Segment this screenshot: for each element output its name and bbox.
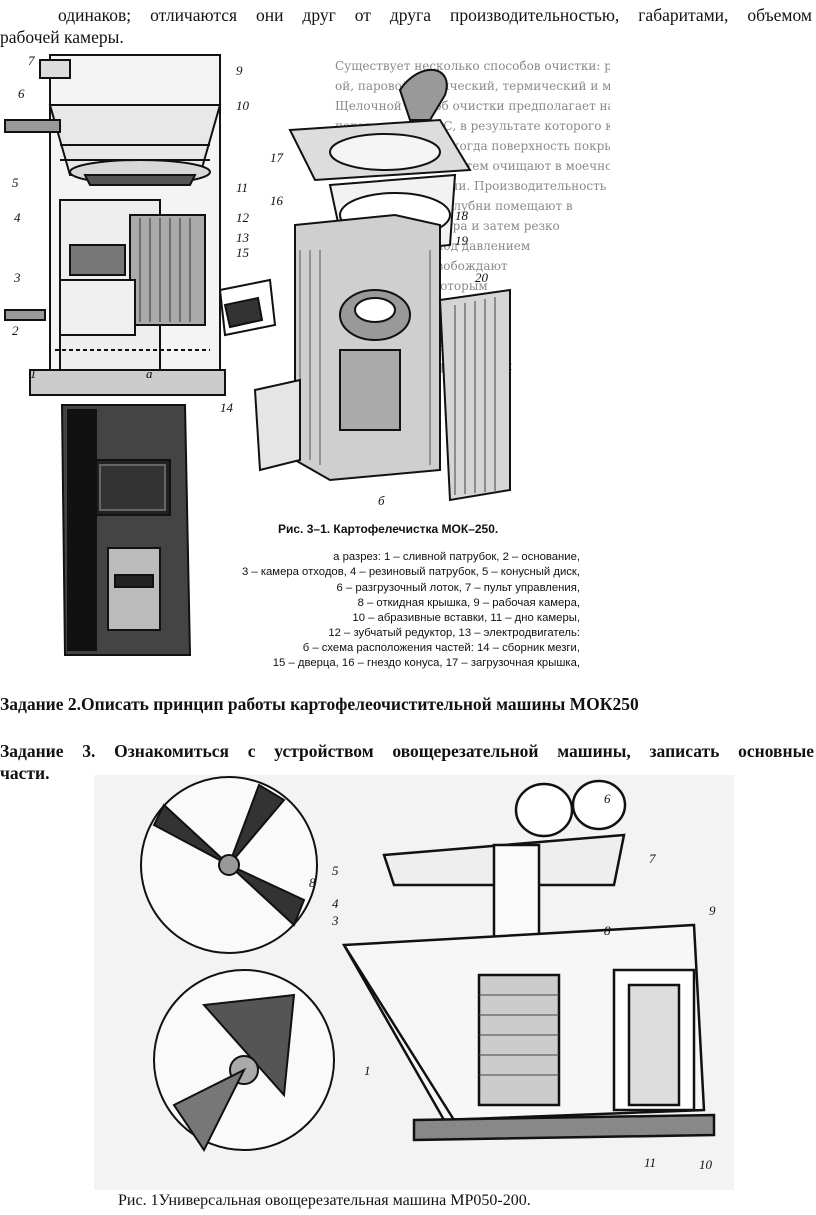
svg-text:8: 8	[309, 875, 316, 890]
svg-text:12: 12	[236, 210, 250, 225]
svg-text:9: 9	[236, 63, 243, 78]
svg-text:7: 7	[28, 53, 35, 68]
machine-section-a	[4, 54, 226, 396]
background-text-line: ой, паровой, химический, термический и м…	[335, 79, 610, 93]
figure-1-caption-line: 8 – откидная крышка, 9 – рабочая камера,	[357, 597, 580, 609]
task-3-heading: Задание 3. Ознакомиться с устройством ов…	[0, 740, 816, 784]
labels-figure-2: 6 7 8 5 4 3 9 8 1 11 10	[309, 791, 716, 1172]
svg-text:2: 2	[12, 323, 19, 338]
intro-line-1: одинаков; отличаются они друг от друга п…	[58, 5, 812, 25]
svg-text:9: 9	[709, 903, 716, 918]
svg-text:4: 4	[332, 896, 339, 911]
task-3-line-2: части.	[0, 763, 50, 783]
svg-text:6: 6	[18, 86, 25, 101]
machine-body	[341, 779, 716, 1142]
machine-exploded-b	[218, 68, 511, 502]
svg-text:19: 19	[455, 233, 469, 248]
intro-paragraph: одинаков; отличаются они друг от друга п…	[0, 4, 816, 48]
svg-text:а: а	[146, 366, 153, 381]
svg-text:3: 3	[331, 913, 339, 928]
figure-1-caption-line: 12 – зубчатый редуктор, 13 – электродвиг…	[328, 627, 580, 639]
task-2-heading: Задание 2.Описать принцип работы картофе…	[0, 694, 639, 714]
figure-1-caption-line: б – схема расположения частей: 14 – сбор…	[302, 642, 580, 654]
svg-text:11: 11	[236, 180, 248, 195]
cutting-disc-bottom	[153, 969, 335, 1152]
svg-text:10: 10	[699, 1157, 713, 1172]
figure-2-caption: Рис. 1Универсальная овощерезательная маш…	[118, 1192, 531, 1209]
background-text-line: Щелочной способ очистки предполагает наг…	[335, 99, 610, 113]
svg-text:15: 15	[236, 245, 250, 260]
svg-text:3: 3	[13, 270, 21, 285]
svg-text:16: 16	[270, 193, 284, 208]
background-text-line: Существует несколько способов очистки: р…	[335, 59, 610, 73]
task-3-line-1: Задание 3. Ознакомиться с устройством ов…	[0, 741, 814, 761]
svg-text:18: 18	[455, 208, 469, 223]
figure-1-caption-line: 15 – дверца, 16 – гнездо конуса, 17 – за…	[272, 657, 580, 669]
svg-text:13: 13	[236, 230, 250, 245]
labels-exploded-b: 17 16 18 19 20 14 б	[220, 150, 489, 508]
labels-section-a: 7 6 5 4 3 2 1 9 10 11 12 13 15 а	[12, 53, 250, 381]
svg-text:5: 5	[332, 863, 339, 878]
svg-text:5: 5	[12, 175, 19, 190]
figure-1-caption-line: а разрез: 1 – сливной патрубок, 2 – осно…	[333, 551, 580, 563]
intro-line-2: рабочей камеры.	[0, 27, 124, 47]
svg-text:1: 1	[30, 366, 37, 381]
svg-text:20: 20	[475, 270, 489, 285]
svg-text:7: 7	[649, 851, 656, 866]
svg-text:1: 1	[364, 1063, 371, 1078]
machine-closed	[60, 404, 192, 656]
figure-mok250: Существует несколько способов очистки: р…	[4, 53, 610, 656]
figure-1-caption-line: 3 – камера отходов, 4 – резиновый патруб…	[241, 566, 580, 578]
figure-1-title: Рис. 3–1. Картофелечистка МОК–250.	[278, 522, 499, 536]
svg-text:б: б	[378, 493, 385, 508]
figure-1-caption-line: 6 – разгрузочный лоток, 7 – пульт управл…	[336, 582, 581, 594]
svg-text:14: 14	[220, 400, 234, 415]
svg-text:11: 11	[644, 1155, 656, 1170]
svg-text:8: 8	[604, 923, 611, 938]
svg-text:17: 17	[270, 150, 284, 165]
cutting-disc-top	[140, 776, 318, 954]
figure-vegetable-cutter: 6 7 8 5 4 3 9 8 1 11 10	[94, 775, 734, 1190]
svg-text:4: 4	[14, 210, 21, 225]
svg-text:6: 6	[604, 791, 611, 806]
figure-1-caption-line: 10 – абразивные вставки, 11 – дно камеры…	[352, 612, 580, 624]
svg-text:10: 10	[236, 98, 250, 113]
